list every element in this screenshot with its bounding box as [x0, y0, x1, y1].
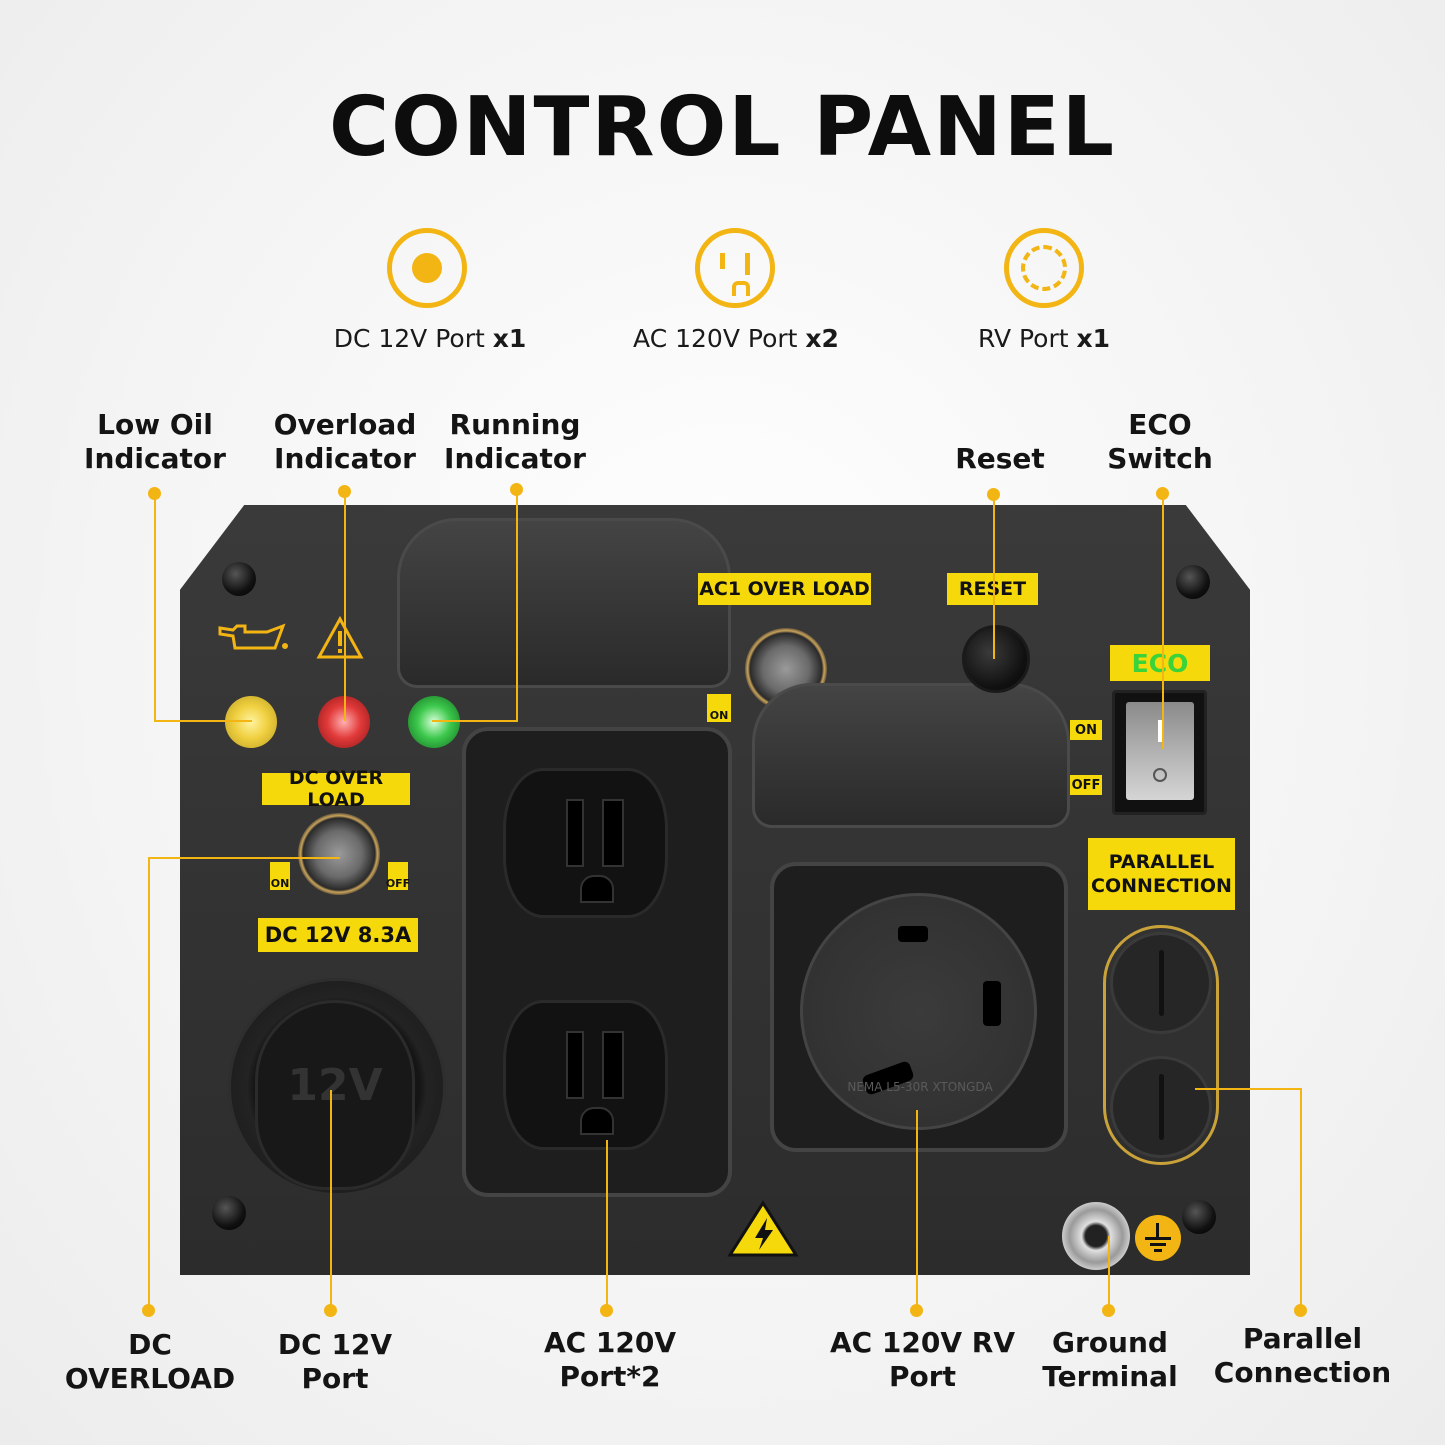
port-caption-rv: RV Port x1 — [977, 324, 1111, 353]
dc-off-tag: OFF — [386, 862, 410, 890]
eco-rocker-switch[interactable] — [1126, 702, 1194, 800]
high-voltage-warning-icon — [727, 1200, 799, 1257]
dc-rating-plate: DC 12V 8.3A — [258, 918, 418, 952]
rv-30a-receptacle[interactable] — [800, 893, 1037, 1130]
screw-icon — [1176, 565, 1210, 599]
ac1-overload-plate: AC1 OVER LOAD — [698, 573, 871, 605]
dc-socket-cap — [255, 1000, 415, 1190]
ac-receptacle-top[interactable] — [503, 768, 668, 918]
reset-button[interactable] — [962, 625, 1030, 693]
port-caption-ac: AC 120V Port x2 — [633, 324, 839, 353]
ground-symbol-icon — [1135, 1215, 1181, 1261]
callout-dot — [324, 1304, 337, 1317]
reset-plate: RESET — [947, 573, 1038, 605]
parallel-plate-line1: PARALLEL — [1108, 851, 1215, 873]
parallel-cap-top[interactable] — [1110, 932, 1212, 1034]
callout-dot — [142, 1304, 155, 1317]
screw-icon — [212, 1196, 246, 1230]
callout-reset: Reset — [955, 442, 1045, 475]
eco-plate: ECO — [1110, 645, 1210, 681]
eco-on-tag: ON — [1070, 720, 1102, 740]
callout-dot — [600, 1304, 613, 1317]
low-oil-led — [225, 696, 277, 748]
eco-off-tag: OFF — [1070, 775, 1102, 795]
dc-port-icon — [387, 228, 467, 308]
callout-dot — [1102, 1304, 1115, 1317]
screw-icon — [222, 562, 256, 596]
page-title: CONTROL PANEL — [328, 80, 1117, 175]
oil-can-icon — [218, 623, 288, 650]
parallel-frame — [1103, 925, 1219, 1165]
dc-overload-breaker[interactable] — [298, 813, 380, 895]
parallel-cap-bottom[interactable] — [1110, 1056, 1212, 1158]
screw-icon — [1182, 1200, 1216, 1234]
ac1-on-tag: ON — [707, 694, 731, 722]
warning-triangle-icon — [316, 616, 364, 659]
port-caption-dc: DC 12V Port x1 — [333, 324, 527, 353]
eco-plate-text: ECO — [1131, 648, 1189, 678]
ac-receptacle-bottom[interactable] — [503, 1000, 668, 1150]
ac-outlet-cover[interactable] — [397, 518, 731, 688]
rv-port-icon — [1004, 228, 1084, 308]
ground-terminal[interactable] — [1062, 1202, 1130, 1270]
dc-socket-label: 12V — [287, 1060, 383, 1111]
parallel-plate: PARALLEL CONNECTION — [1088, 838, 1235, 910]
dc-on-tag: ON — [270, 862, 290, 890]
callout-dot — [1294, 1304, 1307, 1317]
parallel-plate-line2: CONNECTION — [1091, 875, 1232, 897]
rv-ring-text: NEMA L5-30R XTONGDA — [847, 1080, 993, 1094]
rv-outlet-cover[interactable] — [752, 683, 1070, 828]
callout-dot — [910, 1304, 923, 1317]
dc-overload-plate: DC OVER LOAD — [262, 767, 410, 811]
ac-outlet-icon — [695, 228, 775, 308]
running-led — [408, 696, 460, 748]
